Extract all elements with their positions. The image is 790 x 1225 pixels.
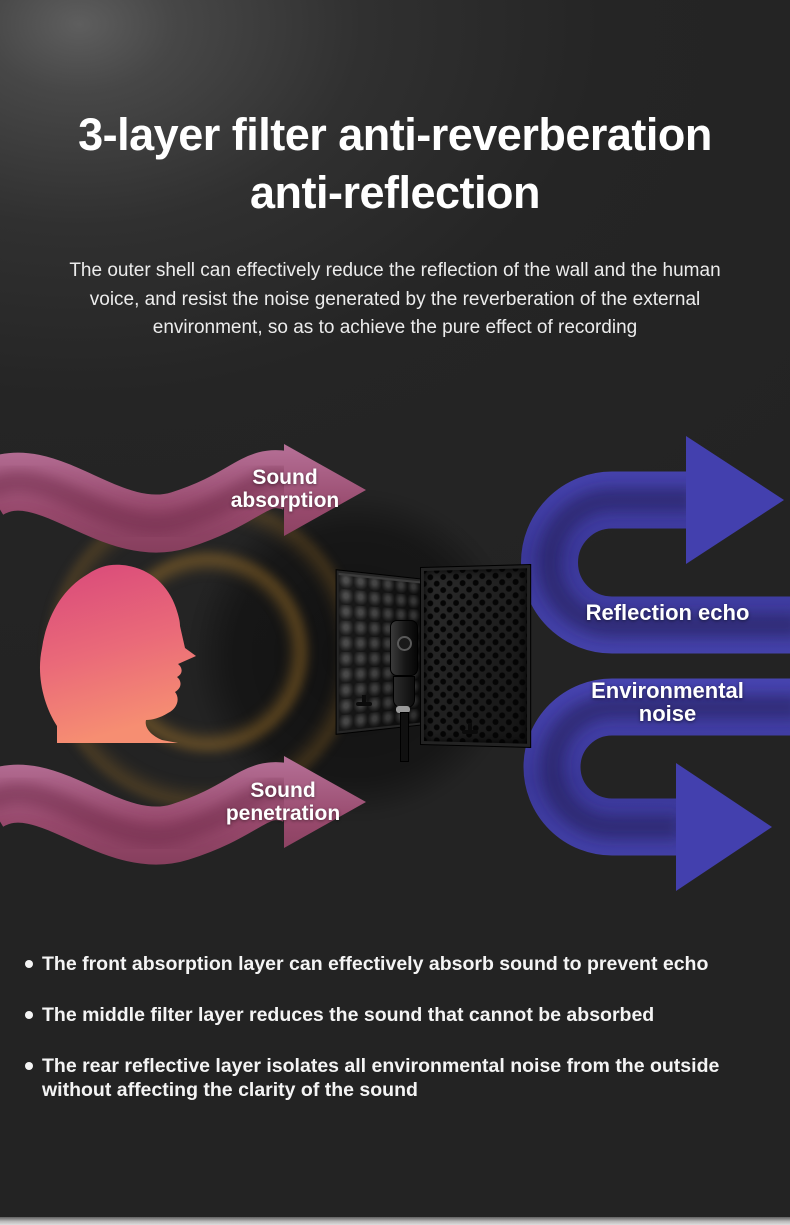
shield-foot: [462, 723, 478, 734]
isolation-shield: [318, 556, 531, 766]
wavy-arrow-graphic: [0, 756, 366, 865]
head-silhouette-graphic: [39, 564, 196, 743]
environmental-noise-label: Environmental noise: [591, 678, 744, 726]
uturn-arrow-graphic: [523, 678, 790, 891]
feature-text: The front absorption layer can effective…: [42, 953, 709, 975]
bullet-dot: [25, 1011, 33, 1019]
sound-absorption-arrow: Sound absorption: [0, 440, 370, 580]
feature-text: The rear reflective layer isolates all e…: [42, 1055, 720, 1101]
reflection-echo-arrow: Reflection echo: [490, 430, 790, 680]
feature-item: The front absorption layer can effective…: [22, 952, 770, 976]
wavy-arrow-graphic: [0, 444, 366, 553]
condenser-microphone: [380, 620, 426, 770]
environmental-noise-arrow: Environmental noise: [490, 655, 790, 905]
intro-paragraph: The outer shell can effectively reduce t…: [69, 260, 721, 338]
sound-penetration-arrow: Sound penetration: [0, 752, 370, 892]
mic-cap: [396, 706, 410, 713]
mic-grille: [393, 676, 415, 708]
title-line-2: anti-reflection: [249, 167, 541, 218]
mic-emblem: [397, 636, 412, 651]
page-title: 3-layer filter anti-reverberation anti-r…: [0, 106, 790, 222]
head-silhouette: [28, 556, 208, 748]
bullet-dot: [25, 960, 33, 968]
feature-text: The middle filter layer reduces the soun…: [42, 1004, 655, 1026]
uturn-arrow-graphic: [521, 436, 790, 654]
reflection-echo-label: Reflection echo: [585, 600, 750, 625]
perforated-reflective-panel: [421, 565, 531, 747]
bullet-dot: [25, 1062, 33, 1070]
feature-item: The middle filter layer reduces the soun…: [22, 1003, 770, 1027]
feature-list: The front absorption layer can effective…: [22, 952, 770, 1129]
shield-foot: [356, 695, 372, 706]
title-line-1: 3-layer filter anti-reverberation: [78, 109, 712, 160]
bottom-divider-strip: [0, 1217, 790, 1225]
sound-absorption-label: Sound absorption: [230, 466, 340, 512]
sound-penetration-label: Sound penetration: [225, 779, 341, 825]
mic-stand-rod: [400, 712, 409, 762]
feature-item: The rear reflective layer isolates all e…: [22, 1054, 770, 1102]
